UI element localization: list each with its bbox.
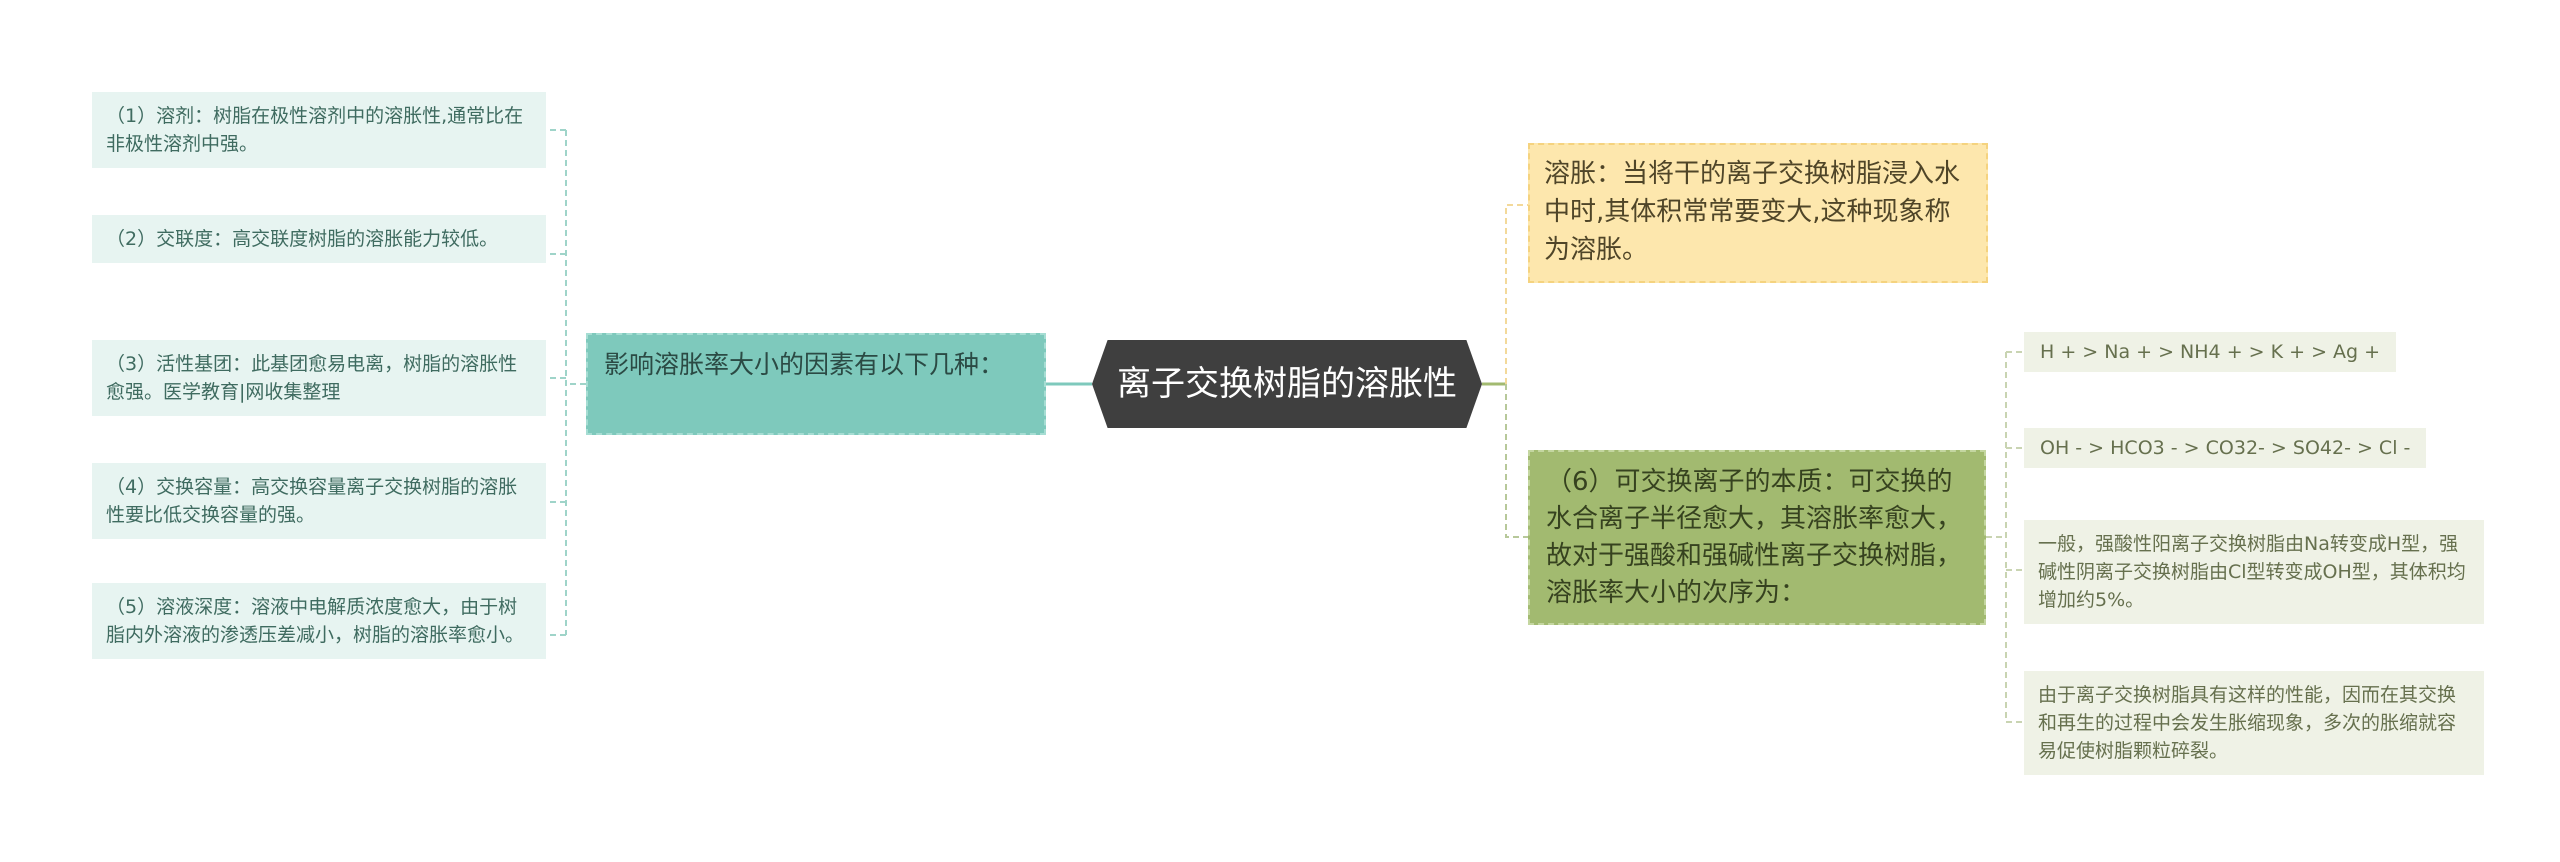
left-leaf-5[interactable]: （5）溶液深度：溶液中电解质浓度愈大，由于树脂内外溶液的渗透压差减小，树脂的溶胀… bbox=[92, 583, 546, 659]
right-green-branch-node[interactable]: （6）可交换离子的本质：可交换的水合离子半径愈大，其溶胀率愈大，故对于强酸和强碱… bbox=[1528, 450, 1986, 625]
left-leaf-1[interactable]: （1）溶剂：树脂在极性溶剂中的溶胀性,通常比在非极性溶剂中强。 bbox=[92, 92, 546, 168]
right-leaf-anion-order[interactable]: OH - > HCO3 - > CO32- > SO42- > Cl - bbox=[2024, 428, 2427, 468]
connector-left-trunk bbox=[565, 130, 586, 635]
right-leaf-swelling-note[interactable]: 由于离子交换树脂具有这样的性能，因而在其交换和再生的过程中会发生胀缩现象，多次的… bbox=[2024, 671, 2484, 775]
connector-right-top bbox=[1505, 204, 1528, 384]
connector-right-green bbox=[1505, 384, 1528, 538]
right-leaf-cation-order[interactable]: H + > Na + > NH4 + > K + > Ag + bbox=[2024, 332, 2397, 372]
right-top-branch-node[interactable]: 溶胀：当将干的离子交换树脂浸入水中时,其体积常常要变大,这种现象称为溶胀。 bbox=[1528, 143, 1988, 283]
left-branch-node[interactable]: 影响溶胀率大小的因素有以下几种： bbox=[586, 333, 1046, 435]
left-leaf-3[interactable]: （3）活性基团：此基团愈易电离，树脂的溶胀性愈强。医学教育|网收集整理 bbox=[92, 340, 546, 416]
connector-green-trunk bbox=[1986, 352, 2007, 722]
left-leaf-4[interactable]: （4）交换容量：高交换容量离子交换树脂的溶胀性要比低交换容量的强。 bbox=[92, 463, 546, 539]
central-topic[interactable]: 离子交换树脂的溶胀性 bbox=[1092, 340, 1482, 428]
left-leaf-2[interactable]: （2）交联度：高交联度树脂的溶胀能力较低。 bbox=[92, 215, 546, 263]
right-leaf-volume-note[interactable]: 一般，强酸性阳离子交换树脂由Na转变成H型，强碱性阴离子交换树脂由Cl型转变成O… bbox=[2024, 520, 2484, 624]
